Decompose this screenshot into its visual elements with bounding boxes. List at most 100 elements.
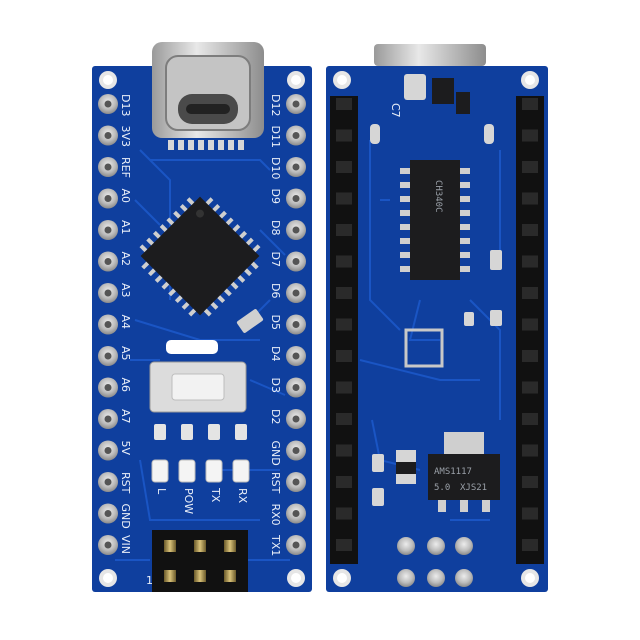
- header-pin-cell: [522, 413, 538, 425]
- status-led: [232, 459, 250, 483]
- mcu-leg: [186, 197, 195, 206]
- led-resistor: [208, 424, 220, 440]
- front-left-pin-hole: [104, 352, 112, 360]
- front-right-pin-hole: [292, 415, 300, 423]
- header-pin-cell: [522, 539, 538, 551]
- header-pin-cell: [522, 350, 538, 362]
- front-right-pin-label: D7: [269, 252, 282, 267]
- chip-leg: [400, 196, 410, 202]
- front-right-pin-label: D10: [269, 157, 282, 179]
- front-left-pin-label: REF: [119, 157, 132, 178]
- capacitor-label: C7: [389, 103, 402, 118]
- chip-leg: [460, 196, 470, 202]
- front-left-pin-label: A0: [119, 189, 132, 204]
- header-pin-cell: [522, 161, 538, 173]
- front-right-pin-hole: [292, 289, 300, 297]
- front-left-pin-label: A3: [119, 283, 132, 298]
- front-right-pin-hole: [292, 447, 300, 454]
- led-label: POW: [182, 488, 195, 514]
- front-left-pin-hole: [104, 541, 112, 549]
- chip-leg: [460, 238, 470, 244]
- front-left-pin-label: VIN: [119, 535, 132, 554]
- chip-leg: [460, 210, 470, 216]
- front-right-pin-label: TX1: [269, 534, 282, 556]
- mcu-leg: [237, 275, 246, 283]
- mcu-leg: [174, 295, 183, 304]
- mcu-leg: [225, 217, 234, 226]
- front-left-pin-label: RST: [119, 472, 132, 494]
- mcu-leg: [181, 301, 190, 310]
- mcu-leg: [168, 288, 176, 297]
- header-pin-cell: [522, 507, 538, 520]
- front-left-pin-hole: [104, 415, 112, 423]
- front-right-pin-hole: [292, 132, 300, 139]
- led-resistor: [235, 424, 247, 440]
- chip-leg: [460, 224, 470, 230]
- icsp-header: 1: [146, 530, 248, 592]
- header-pin-cell: [522, 98, 538, 110]
- front-left-pin-hole: [104, 195, 112, 202]
- front-left-pin-pads: [98, 94, 118, 555]
- atmega-mcu-chip-icon: [139, 196, 261, 317]
- status-led: [205, 459, 223, 483]
- header-pin-cell: [336, 255, 352, 268]
- header-pin-cell: [336, 224, 352, 236]
- front-pcb: [92, 66, 312, 592]
- front-left-pin-label: A6: [119, 378, 132, 393]
- front-right-pin-label: D3: [269, 378, 282, 393]
- chip-leg: [400, 210, 410, 216]
- front-right-pin-label: GND: [269, 441, 282, 466]
- front-left-pin-label: 5V: [119, 441, 132, 456]
- back-mounting-holes: [333, 71, 539, 587]
- front-right-pin-hole: [292, 352, 300, 360]
- header-pin-cell: [336, 350, 352, 362]
- usb-chip-marking: CH340C: [433, 180, 443, 213]
- regulator-marking-line1: AMS1117: [434, 467, 472, 477]
- back-icsp-pad: [397, 537, 415, 555]
- chip-leg: [460, 182, 470, 188]
- front-right-pin-label: D9: [269, 189, 282, 204]
- chip-leg: [460, 266, 470, 272]
- usb-solder-pads: [168, 140, 244, 150]
- mcu-leg: [179, 204, 188, 212]
- icsp-pin-one-label: 1: [146, 574, 153, 587]
- mcu-leg: [154, 275, 163, 283]
- pin-header-icon: [330, 96, 544, 564]
- mcu-leg: [152, 230, 161, 239]
- front-right-pin-hole: [292, 321, 300, 328]
- front-left-pin-hole: [104, 132, 112, 139]
- mcu-leg: [212, 204, 221, 212]
- mcu-leg: [166, 217, 175, 226]
- header-pin-cell: [522, 318, 538, 331]
- header-pin-cell: [336, 539, 352, 551]
- led-resistor: [154, 424, 166, 440]
- front-left-pin-label: A5: [119, 346, 132, 361]
- front-right-pin-label: D4: [269, 346, 282, 361]
- status-led: [178, 459, 196, 483]
- led-label: RX: [236, 488, 249, 504]
- mcu-leg: [219, 210, 227, 219]
- mcu-leg: [239, 230, 248, 239]
- front-right-pin-hole: [292, 226, 300, 234]
- crystal-icon: [236, 309, 264, 333]
- back-icsp-pad: [427, 537, 445, 555]
- mcu-leg: [230, 281, 239, 290]
- regulator-marking-line2: 5.0: [434, 483, 450, 493]
- chip-leg: [400, 224, 410, 230]
- regulator-marking-code: XJS21: [460, 483, 487, 493]
- front-right-pin-label: RX0: [269, 504, 282, 526]
- back-top-components: C7: [370, 74, 494, 144]
- mcu-leg: [188, 308, 197, 317]
- header-pin-cell: [522, 287, 538, 299]
- front-right-pin-label: D11: [269, 126, 282, 148]
- header-pin-cell: [522, 381, 538, 394]
- front-right-pin-label: D5: [269, 315, 282, 330]
- mcu-leg: [250, 261, 259, 270]
- mcu-leg: [148, 268, 156, 277]
- front-right-pin-hole: [292, 541, 300, 549]
- led-label: L: [155, 488, 168, 495]
